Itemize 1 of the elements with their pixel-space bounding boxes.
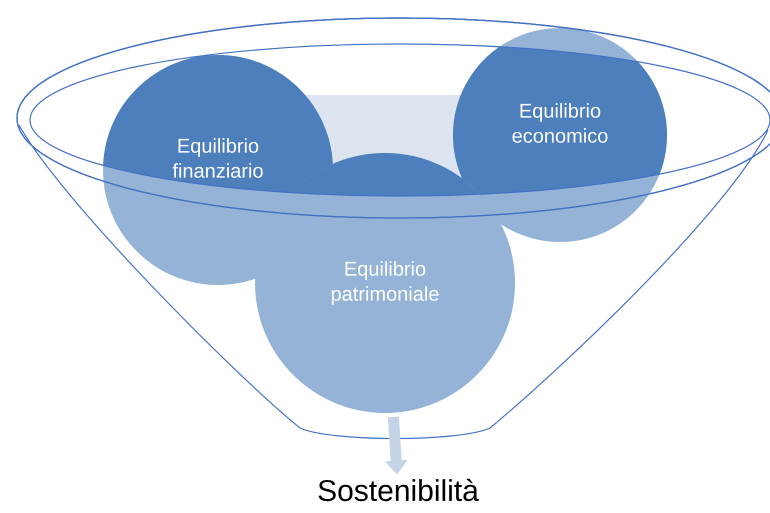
result-label: Sostenibilità [318,478,479,502]
